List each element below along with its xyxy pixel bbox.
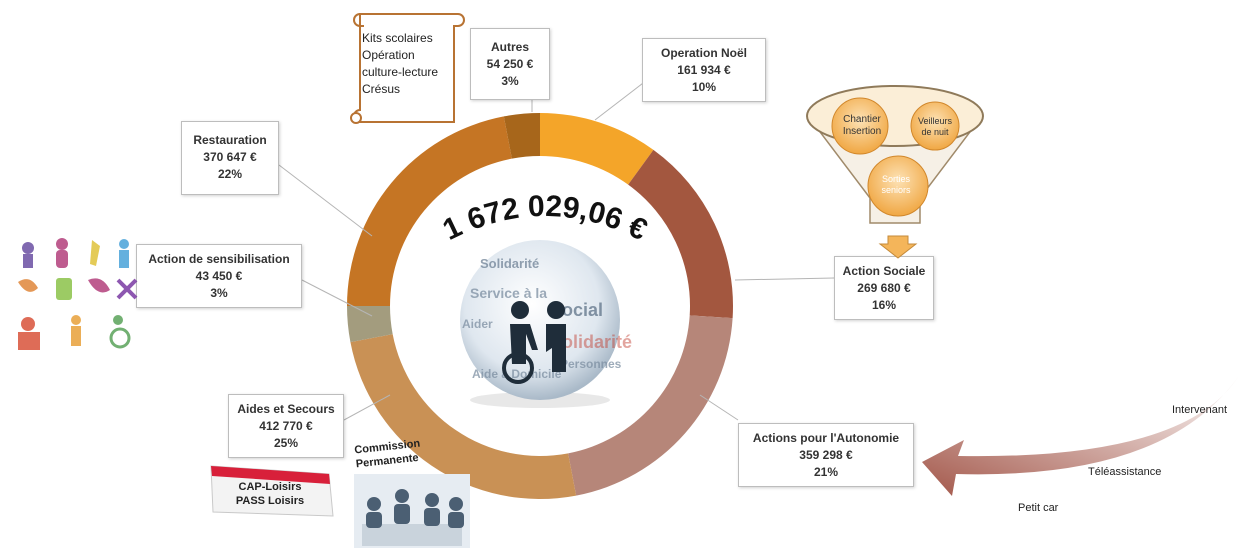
slice-amount: 359 298 € — [799, 448, 853, 462]
slice-amount: 412 770 € — [259, 419, 313, 433]
slice-amount: 161 934 € — [677, 63, 731, 77]
donut-slice — [568, 315, 733, 496]
slice-label: Aides et Secours — [237, 402, 335, 416]
slice-label: Autres — [490, 40, 529, 54]
solidarity-globe: Solidarité Service à la Social Solidarit… — [460, 240, 632, 408]
leader-line — [699, 394, 739, 421]
label-aides-secours: Aides et Secours 412 770 € 25% — [228, 394, 344, 458]
funnel-item-veilleurs: Veilleurs de nuit — [917, 116, 953, 137]
autonomie-item-intervenant: Intervenant — [1172, 404, 1228, 416]
slice-label: Actions pour l'Autonomie — [752, 431, 900, 445]
disability-pictograms — [18, 238, 138, 350]
slice-percent: 10% — [691, 80, 717, 94]
leader-line — [734, 277, 835, 281]
donut-slice — [628, 149, 733, 319]
donut-slice — [347, 116, 512, 306]
scroll-note — [350, 13, 465, 124]
center-total: 1 672 029,06 € — [430, 190, 660, 252]
center-total-text: 1 672 029,06 € — [438, 192, 653, 247]
donut-slice — [540, 113, 654, 185]
autonomie-arrow — [922, 374, 1240, 496]
svg-text:Aider: Aider — [462, 317, 493, 331]
donut-slice — [347, 306, 393, 343]
label-autres: Autres 54 250 € 3% — [470, 28, 550, 100]
autonomie-item-teleassistance: Téléassistance — [1088, 466, 1162, 478]
center-total-svg: 1 672 029,06 € — [438, 190, 653, 247]
donut-slice — [350, 334, 577, 500]
leader-line — [343, 394, 391, 421]
cap-item: PASS Loisirs — [235, 495, 305, 507]
svg-text:Solidarité: Solidarité — [480, 256, 539, 271]
svg-text:Aide à Domicile: Aide à Domicile — [472, 367, 562, 381]
slice-percent: 16% — [871, 298, 897, 312]
cap-loisirs-text: CAP-Loisirs PASS Loisirs — [210, 480, 330, 508]
slice-label: Operation Noël — [660, 46, 747, 60]
label-restauration: Restauration 370 647 € 22% — [181, 121, 279, 195]
meeting-photo — [354, 474, 470, 548]
slice-percent: 21% — [813, 465, 839, 479]
label-sensibilisation: Action de sensibilisation 43 450 € 3% — [136, 244, 302, 308]
detail-item: culture-lecture — [362, 65, 439, 79]
slice-label: Action Sociale — [842, 264, 926, 278]
cap-loisirs-banner — [210, 465, 334, 517]
funnel-item-chantier: Chantier Insertion — [842, 114, 882, 137]
slice-percent: 25% — [273, 436, 299, 450]
cap-item: CAP-Loisirs — [238, 481, 302, 493]
label-action-sociale: Action Sociale 269 680 € 16% — [834, 256, 934, 320]
slice-percent: 3% — [501, 74, 519, 88]
slice-label: Restauration — [193, 133, 267, 147]
detail-item: Kits scolaires — [362, 31, 433, 45]
slice-amount: 370 647 € — [203, 150, 257, 164]
slice-amount: 54 250 € — [486, 57, 534, 71]
svg-text:Solidarité: Solidarité — [550, 332, 632, 352]
donut-slice — [503, 113, 540, 159]
detail-item: Crésus — [362, 82, 401, 96]
leader-line — [301, 279, 373, 317]
people-icon — [502, 301, 566, 384]
label-autonomie: Actions pour l'Autonomie 359 298 € 21% — [738, 423, 914, 487]
slice-percent: 22% — [217, 167, 243, 181]
svg-text:Service à la: Service à la — [470, 285, 547, 301]
leader-lines — [278, 69, 835, 421]
slice-label: Action de sensibilisation — [148, 252, 290, 266]
funnel-illustration — [805, 85, 985, 259]
label-operation-noel: Operation Noël 161 934 € 10% — [642, 38, 766, 102]
svg-text:Personnes: Personnes — [560, 357, 622, 371]
leader-line — [278, 164, 373, 237]
autonomie-item-petit-car: Petit car — [1018, 502, 1059, 514]
funnel-item-sorties: Sorties seniors — [881, 174, 911, 195]
donut-slices — [347, 113, 733, 500]
slice-amount: 43 450 € — [195, 269, 243, 283]
detail-item: Opération — [362, 48, 415, 62]
autres-details: Kits scolaires Opération culture-lecture… — [362, 30, 438, 98]
slice-amount: 269 680 € — [857, 281, 911, 295]
slice-percent: 3% — [210, 286, 228, 300]
